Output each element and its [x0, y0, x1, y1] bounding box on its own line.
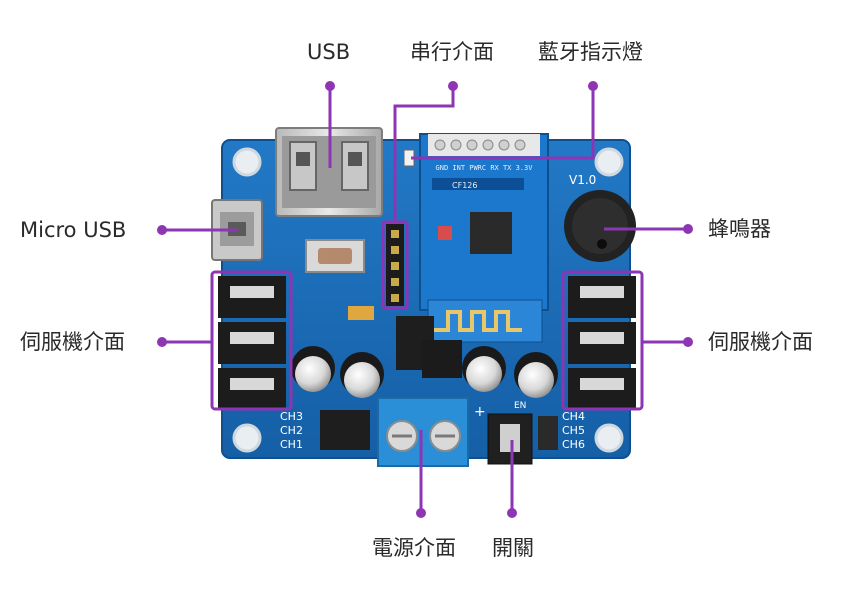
buzzer-component: [564, 190, 636, 262]
serial-callout-line: [393, 86, 455, 222]
reset-button: [305, 239, 365, 273]
servo-connectors-left: [218, 276, 286, 410]
buzzer-label: 蜂鳴器: [708, 217, 771, 241]
servo-interface-left-label: 伺服機介面: [20, 330, 125, 354]
channel-label: CH4: [562, 410, 585, 423]
serial-header: [386, 224, 404, 306]
callout-lines: [162, 86, 688, 513]
servo-connectors-right: [568, 276, 636, 410]
capacitors: [291, 346, 558, 398]
module-chip-label: CF126: [452, 181, 477, 190]
bluetooth-callout-line: [411, 86, 595, 160]
servo-interface-right-label: 伺服機介面: [708, 330, 813, 354]
right-channel-labels: CH4 CH5 CH6: [562, 410, 585, 451]
channel-label: CH5: [562, 424, 585, 437]
mounting-holes: [232, 147, 624, 453]
left-channel-labels: CH3 CH2 CH1: [280, 410, 303, 451]
en-label: EN: [514, 401, 526, 411]
bluetooth-module: GND INT PWRC RX TX 3.3V CF126: [419, 133, 549, 343]
bluetooth-indicator-label: 藍牙指示燈: [538, 40, 643, 64]
micro-usb-label: Micro USB: [20, 218, 127, 242]
power-interface-label: 電源介面: [372, 536, 456, 560]
ic-chips: [320, 306, 462, 450]
power-switch: [487, 413, 558, 465]
channel-label: CH6: [562, 438, 585, 451]
plus-label: +: [474, 404, 486, 420]
module-pin-labels: GND INT PWRC RX TX 3.3V: [436, 164, 534, 172]
usb-label: USB: [307, 40, 351, 64]
board-version: V1.0: [569, 173, 596, 187]
channel-label: CH1: [280, 438, 303, 451]
power-terminal: [377, 397, 469, 467]
serial-interface-label: 串行介面: [410, 40, 494, 64]
channel-label: CH2: [280, 424, 303, 437]
channel-label: CH3: [280, 410, 303, 423]
switch-label: 開關: [492, 536, 534, 560]
callout-dots: [157, 81, 693, 518]
